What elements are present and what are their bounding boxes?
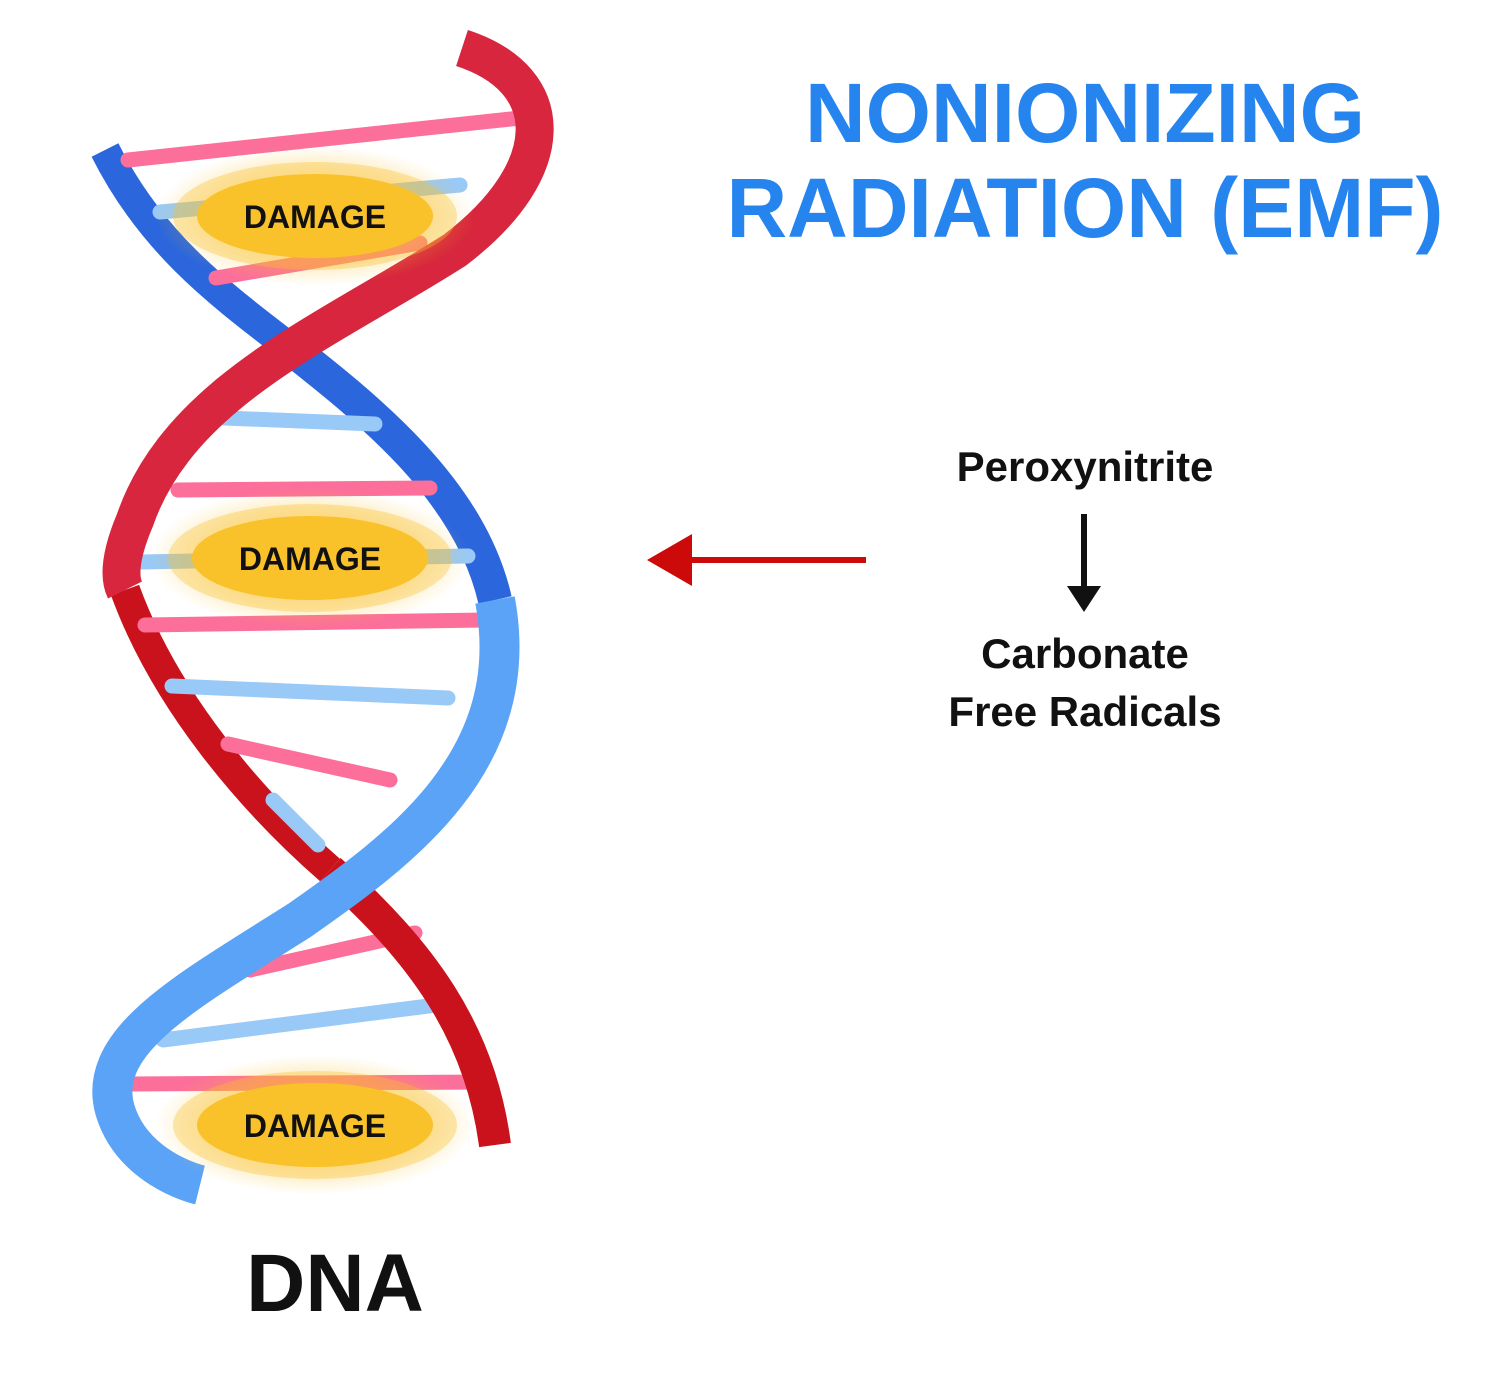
blue-strand-mid [269,326,512,605]
red-strand-bottom [319,858,511,1148]
red-strand-top [102,29,554,599]
red-strand-lower-back [110,584,340,882]
blue-strand-bottom [92,596,520,1205]
damage-label-bottom: DAMAGE [244,1108,386,1144]
rung [164,678,456,706]
title-line-1: NONIONIZING [805,66,1365,160]
rung [265,792,326,853]
product-label-line-1: Carbonate [981,630,1189,677]
damage-label-middle: DAMAGE [239,541,381,577]
blue-strand-top-back [91,143,290,352]
title-line-2: RADIATION (EMF) [726,161,1444,255]
damage-marker-bottom: DAMAGE [155,1055,475,1195]
rung [217,410,383,432]
damage-marker-middle: DAMAGE [150,488,470,628]
product-label-line-2: Free Radicals [948,688,1222,735]
rung [220,736,398,788]
rung [155,995,460,1048]
reactant-label: Peroxynitrite [956,443,1214,490]
rung [120,110,528,168]
dna-label: DNA [246,1238,424,1329]
damage-label-top: DAMAGE [244,199,386,235]
left-arrow-icon [647,534,866,586]
damage-marker-top: DAMAGE [155,146,475,286]
down-arrow-icon [1067,514,1101,612]
